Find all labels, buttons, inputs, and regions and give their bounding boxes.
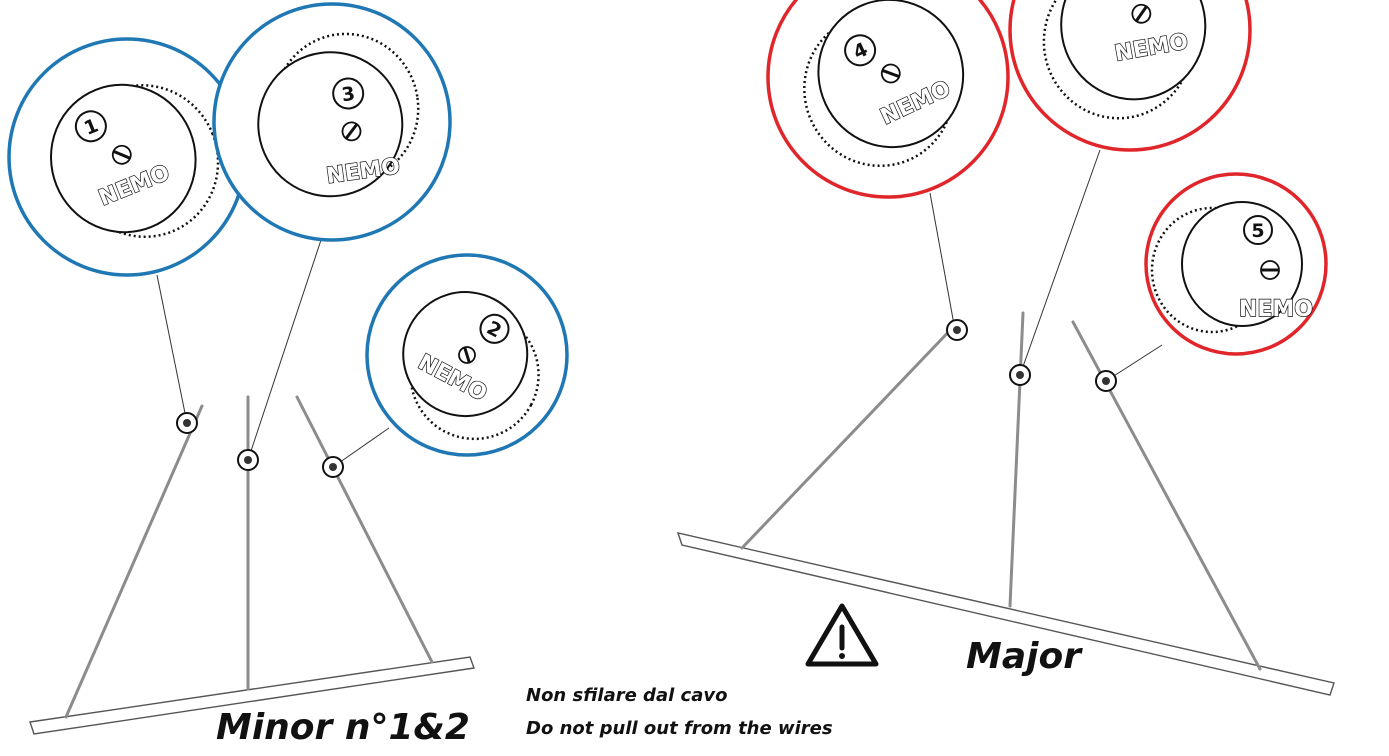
leader-line-2 <box>332 427 390 468</box>
major-crossbar <box>676 532 1335 696</box>
callout-clamp-top: NEMO <box>1008 0 1252 152</box>
leader-line-1 <box>156 274 188 424</box>
callout-clamp-4: 4 NEMO <box>766 0 1010 199</box>
wire-clamp-2 <box>322 456 344 478</box>
clamp-number-5: 5 <box>1251 220 1264 242</box>
minor-wire-left <box>64 404 204 719</box>
callout-clamp-1: 1 NEMO <box>7 37 247 277</box>
callout-clamp-2: 2 NEMO <box>365 253 569 457</box>
wire-clamp-1 <box>176 412 198 434</box>
leader-line-4 <box>929 192 956 331</box>
wire-clamp-3 <box>237 449 259 471</box>
callout-clamp-3: 3 NEMO <box>212 2 452 242</box>
clamp-number-3: 3 <box>340 83 356 107</box>
minor-crossbar <box>29 656 475 735</box>
major-wire-left <box>740 320 960 550</box>
warning-text-italian: Non sfilare dal cavo <box>526 685 728 706</box>
wire-clamp-5 <box>1095 370 1117 392</box>
leader-line-3 <box>247 236 323 461</box>
callout-clamp-5: 5 NEMO <box>1144 172 1328 356</box>
brand-nemo-5: NEMO <box>1239 297 1313 322</box>
leader-line-top <box>1019 149 1101 376</box>
major-assembly: 4 NEMO NEMO <box>676 0 1335 696</box>
major-wire-center <box>1008 311 1025 608</box>
wire-clamp-4 <box>946 319 968 341</box>
major-group-label: Major <box>966 636 1081 677</box>
minor-assembly: 1 NEMO 3 NEMO <box>7 2 569 735</box>
wire-clamp-top <box>1009 364 1031 386</box>
minor-group-label: Minor n°1&2 <box>216 707 470 748</box>
warning-text-english: Do not pull out from the wires <box>526 718 833 739</box>
warning-triangle-icon <box>805 603 879 667</box>
minor-wire-right <box>295 395 434 664</box>
leader-line-5 <box>1105 344 1163 382</box>
